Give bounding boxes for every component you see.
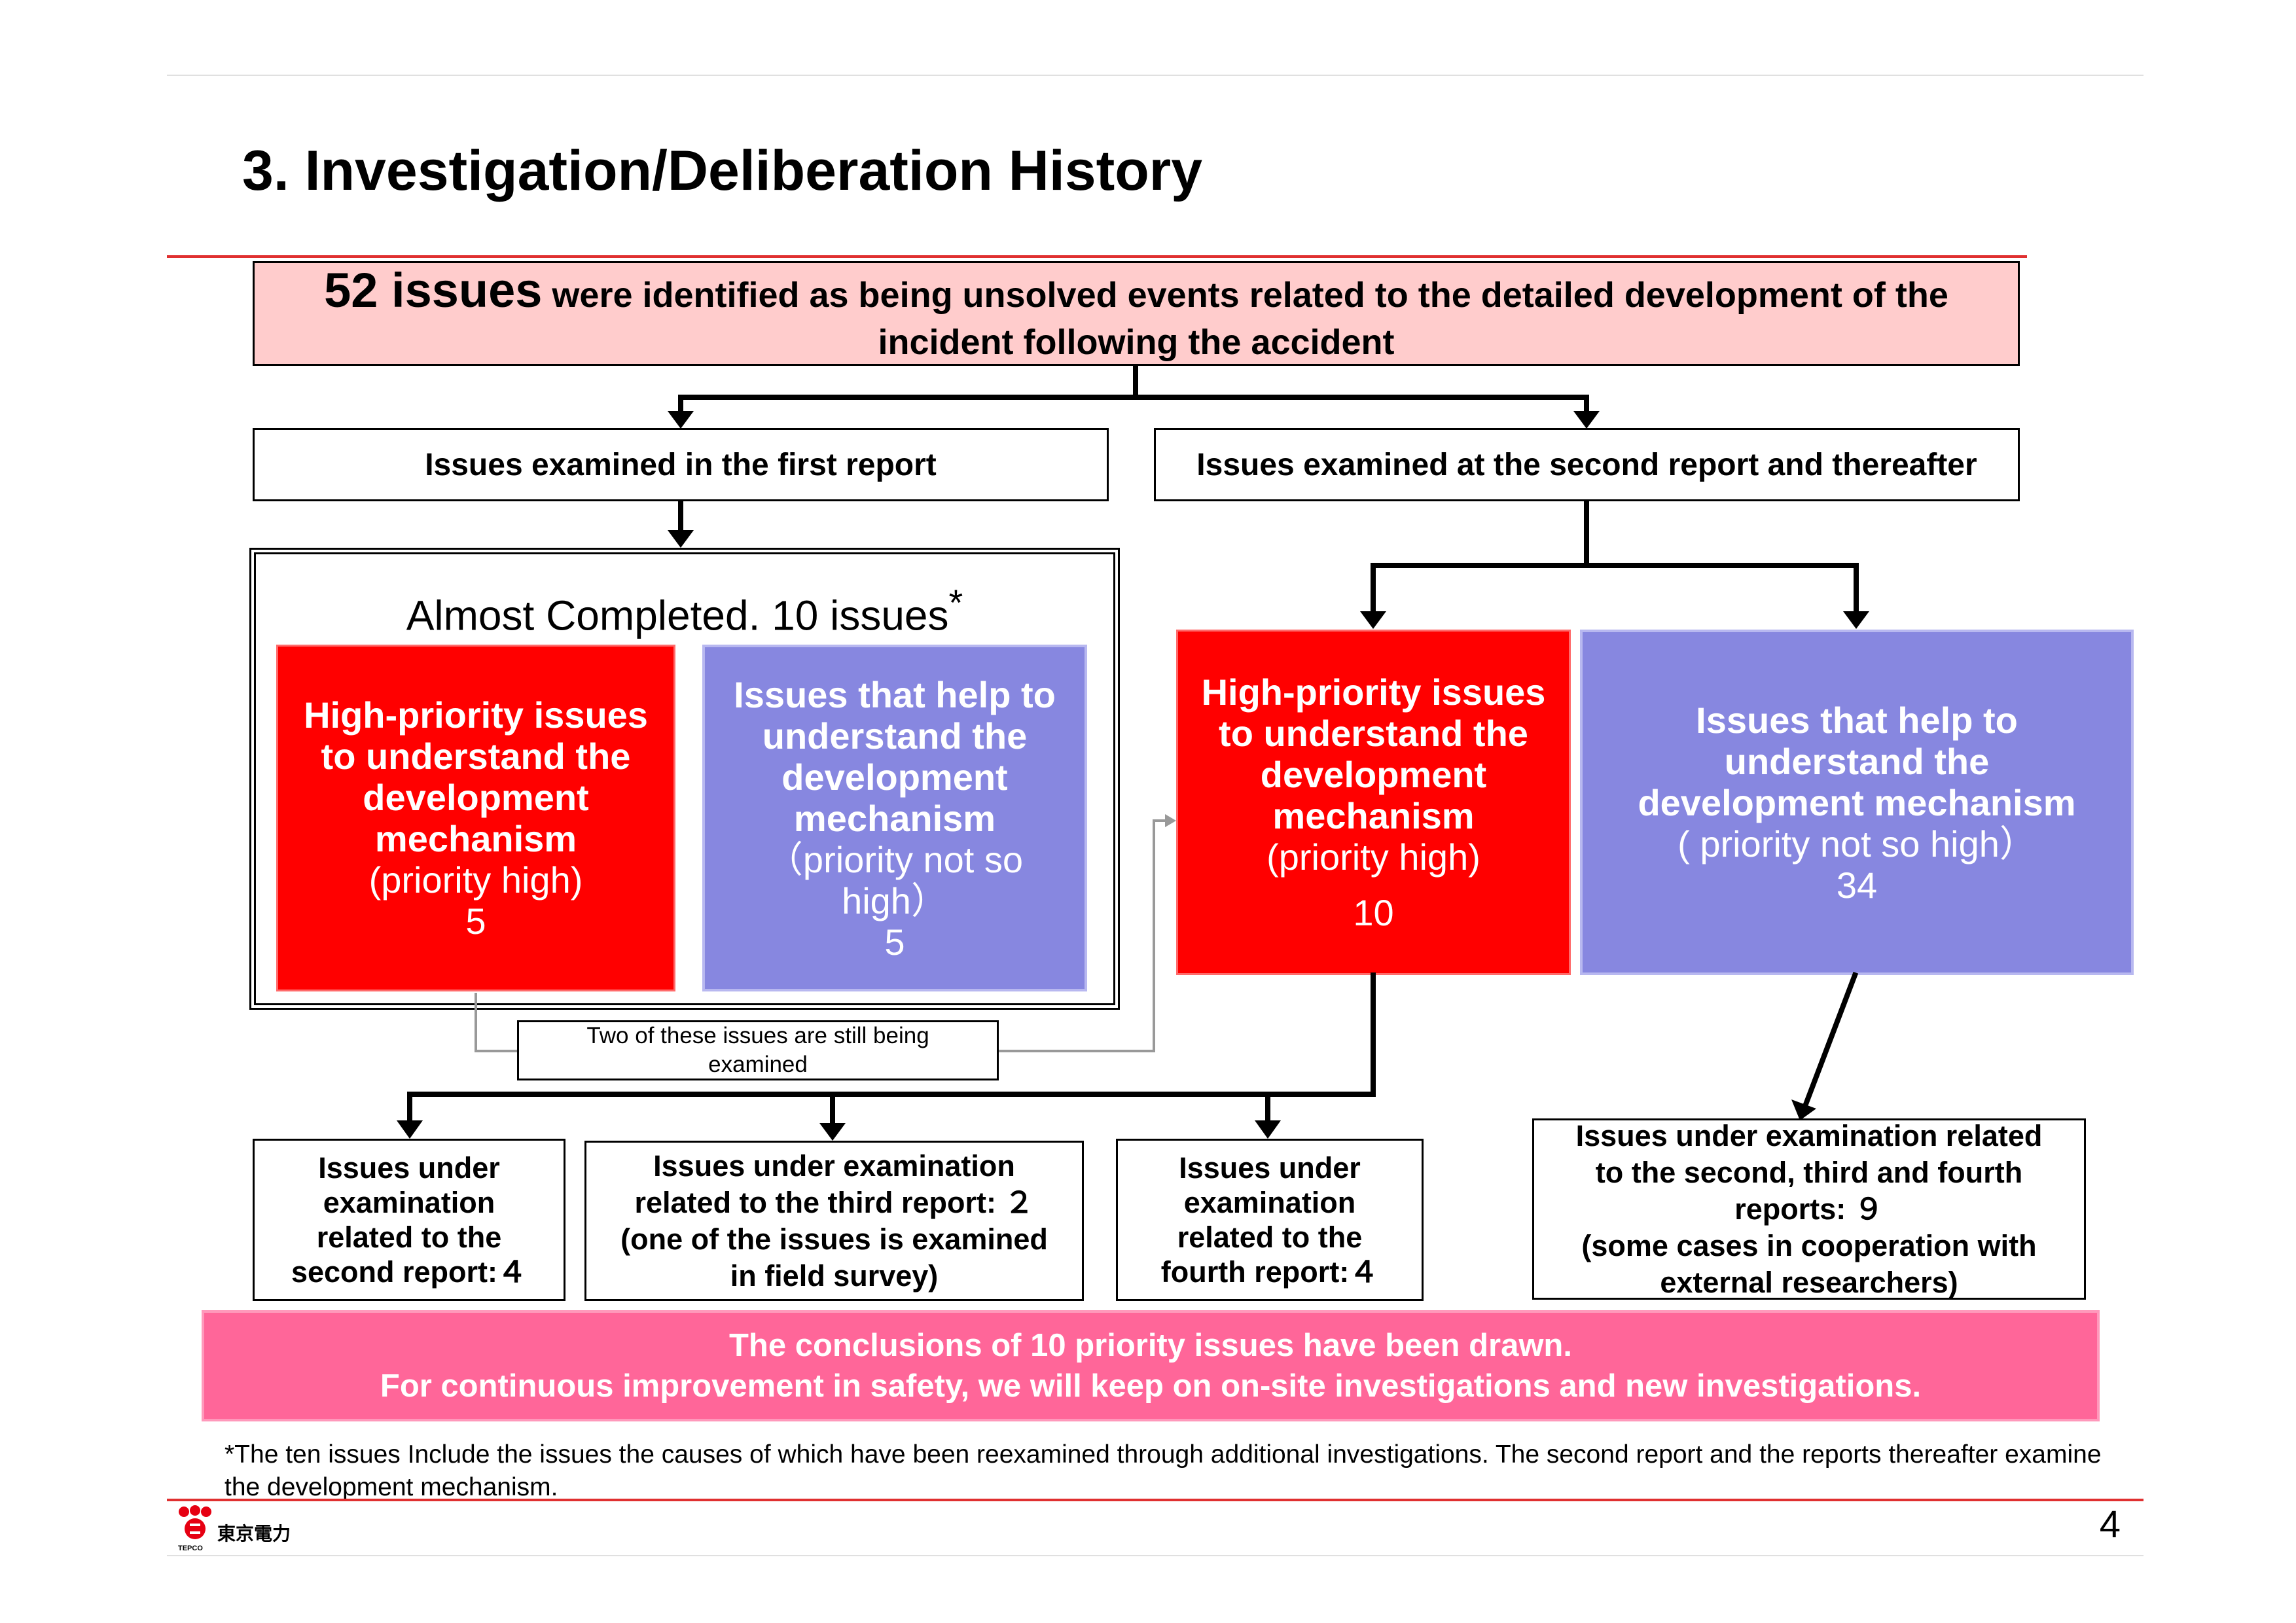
multi-report-issues-text: Issues under examination related to the … <box>1575 1118 2043 1226</box>
right-high-priority-sub: (priority high) <box>1266 836 1480 878</box>
second-report-issues-box: Issues under examination related to the … <box>253 1139 565 1301</box>
first-report-label: Issues examined in the first report <box>425 447 937 482</box>
conclusion-line-2: For continuous improvement in safety, we… <box>380 1368 1922 1404</box>
summary-box: 52 issues were identified as being unsol… <box>253 261 2020 366</box>
left-help-issues-title: Issues that help to understand the devel… <box>734 673 1056 839</box>
issue-count: 52 issues <box>324 263 543 317</box>
left-high-priority-sub: (priority high) <box>368 859 583 901</box>
connector-purple-diagonal <box>1801 971 1859 1110</box>
page-number: 4 <box>2099 1503 2121 1546</box>
multi-report-issues-sub: (some cases in cooperation with external… <box>1581 1228 2037 1299</box>
second-report-box: Issues examined at the second report and… <box>1154 428 2020 501</box>
conclusion-line-1: The conclusions of 10 priority issues ha… <box>729 1328 1572 1363</box>
right-high-priority-count: 10 <box>1353 892 1394 933</box>
right-help-issues-sub: ( priority not so high） <box>1677 823 2036 865</box>
third-report-issues-box: Issues under examination related to the … <box>584 1141 1084 1301</box>
arrowhead-first <box>668 411 694 429</box>
right-help-issues-box: Issues that help to understand the devel… <box>1580 630 2134 975</box>
title-rule <box>167 255 2027 258</box>
tepco-logo-mark-icon <box>179 1505 211 1539</box>
left-high-priority-title: High-priority issues to understand the d… <box>304 694 648 859</box>
footnote: *The ten issues Include the issues the c… <box>224 1440 2102 1501</box>
third-report-issues-text: Issues under examination related to the … <box>634 1149 1034 1219</box>
arrowhead-fourth-issues <box>1255 1120 1281 1139</box>
arrowhead-second-issues <box>397 1120 423 1139</box>
conclusion-banner: The conclusions of 10 priority issues ha… <box>202 1310 2100 1421</box>
almost-completed-title: Almost Completed. 10 issues* <box>406 582 963 639</box>
tepco-logo: 東京電力 TEPCO <box>175 1505 306 1552</box>
right-help-issues-count: 34 <box>1836 864 1878 906</box>
arrowhead-right-red <box>1360 611 1386 629</box>
left-help-issues-box: Issues that help to understand the devel… <box>702 645 1087 991</box>
summary-text: were identified as being unsolved events… <box>542 276 1948 362</box>
footer-rule <box>167 1499 2144 1501</box>
asterisk-mark: * <box>948 582 963 623</box>
page-title: 3. Investigation/Deliberation History <box>242 139 1203 202</box>
still-examined-note: Two of these issues are still being exam… <box>517 1020 999 1080</box>
fourth-report-issues-text: Issues under examination related to the … <box>1160 1151 1379 1289</box>
tepco-logo-text: 東京電力 <box>217 1523 291 1544</box>
second-report-label: Issues examined at the second report and… <box>1196 447 1977 482</box>
right-help-issues-title: Issues that help to understand the devel… <box>1638 699 2076 823</box>
right-high-priority-title: High-priority issues to understand the d… <box>1201 671 1546 836</box>
footer-grey-rule <box>167 1555 2144 1556</box>
second-report-issues-text: Issues under examination related to the … <box>291 1151 528 1289</box>
grey-connector-right <box>999 819 1168 1052</box>
grey-connector-left <box>475 993 517 1052</box>
left-help-issues-count: 5 <box>884 921 905 963</box>
fourth-report-issues-box: Issues under examination related to the … <box>1116 1139 1424 1301</box>
tepco-logo-sub: TEPCO <box>178 1544 203 1552</box>
arrowhead-right-purple <box>1843 611 1869 629</box>
grey-arrowhead <box>1165 814 1176 827</box>
top-rule <box>167 75 2144 76</box>
still-examined-text: Two of these issues are still being exam… <box>586 1023 929 1077</box>
multi-report-issues-box: Issues under examination related to the … <box>1532 1118 2086 1300</box>
left-high-priority-count: 5 <box>465 901 486 942</box>
left-high-priority-box: High-priority issues to understand the d… <box>276 645 675 991</box>
arrowhead-second <box>1573 411 1600 429</box>
almost-completed-group <box>249 548 1120 1010</box>
arrowhead-third-issues <box>819 1123 846 1141</box>
third-report-issues-sub: (one of the issues is examined in field … <box>620 1222 1048 1293</box>
arrowhead-multi-issues <box>1791 1099 1816 1120</box>
arrowhead-almost <box>668 530 694 548</box>
right-high-priority-box: High-priority issues to understand the d… <box>1176 630 1571 975</box>
left-help-issues-sub: （priority not so high） <box>766 838 1024 921</box>
